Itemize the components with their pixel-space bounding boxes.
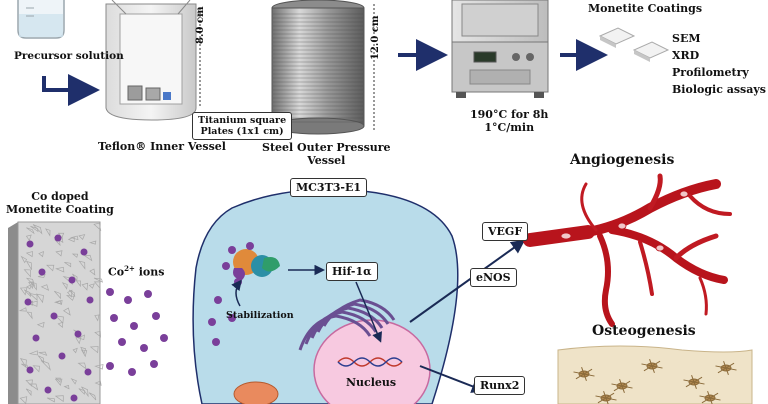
ion-dot xyxy=(110,314,118,322)
ion-dot xyxy=(84,368,92,376)
enos-box: eNOS xyxy=(470,268,517,287)
ion-dot xyxy=(118,338,126,346)
ion-dot xyxy=(74,330,82,338)
mitochondrion xyxy=(233,381,279,404)
ion-dot xyxy=(26,240,34,248)
ion-dot xyxy=(58,352,66,360)
osteocyte xyxy=(699,391,721,404)
steel-vessel-grooves xyxy=(273,13,363,123)
analysis-xrd: XRD xyxy=(672,49,700,62)
ion-dot xyxy=(160,334,168,342)
oven-conditions-label: 190°C for 8h 1°C/min xyxy=(470,108,549,134)
inner-dimension-label: 8.0 cm xyxy=(195,6,206,44)
ion-dot xyxy=(80,248,88,256)
osteocytes xyxy=(573,359,737,404)
nucleus-to-runx2-arrow xyxy=(419,365,486,393)
ion-dot xyxy=(246,242,254,250)
ion-dot xyxy=(130,322,138,330)
ion-dot xyxy=(150,360,158,368)
ion-dot xyxy=(70,394,78,402)
hif-box: Hif-1α xyxy=(326,262,378,281)
nucleus-label: Nucleus xyxy=(346,376,397,389)
ion-dot xyxy=(208,318,216,326)
ion-dot xyxy=(212,338,220,346)
analysis-sem: SEM xyxy=(672,32,701,45)
blood-vessel-icon xyxy=(523,173,732,327)
beaker-icon xyxy=(17,0,65,39)
oven-icon xyxy=(451,0,549,98)
hif-protein-icon xyxy=(233,249,280,280)
ions-label: Co2+ ions xyxy=(108,264,165,279)
released-ions xyxy=(106,288,168,376)
osteocyte xyxy=(611,379,633,393)
stabilization-label: Stabilization xyxy=(226,310,294,321)
coating-label: Co doped Monetite Coating xyxy=(6,190,114,216)
coating-chips-icon xyxy=(598,27,670,62)
coating-ions xyxy=(24,234,94,402)
ion-dot xyxy=(50,312,58,320)
outer-vessel-label: Steel Outer Pressure Vessel xyxy=(262,141,391,167)
nucleus-to-vegf-arrow xyxy=(409,239,526,323)
steel-vessel-icon xyxy=(271,0,365,135)
ion-dot xyxy=(228,246,236,254)
ion-dot xyxy=(144,290,152,298)
ion-dot xyxy=(26,366,34,374)
ion-dot xyxy=(44,386,52,394)
vegf-box: VEGF xyxy=(482,222,529,241)
bone-tissue-icon xyxy=(557,345,753,404)
ion-dot xyxy=(68,276,76,284)
ion-dot xyxy=(24,298,32,306)
ion-dot xyxy=(38,268,46,276)
osteocyte xyxy=(715,361,737,375)
ion-dot xyxy=(140,344,148,352)
stabilization-arrow xyxy=(231,279,242,307)
angiogenesis-title: Angiogenesis xyxy=(570,152,675,168)
teflon-vessel-icon xyxy=(105,0,197,121)
endoplasmic-reticulum xyxy=(298,298,396,351)
ion-dot xyxy=(128,368,136,376)
osteocyte xyxy=(641,359,663,373)
coatings-title: Monetite Coatings xyxy=(588,2,703,15)
ion-dot xyxy=(54,234,62,242)
ion-dot xyxy=(32,334,40,342)
plates-callout: Titanium square Plates (1x1 cm) xyxy=(192,112,293,140)
ion-dot xyxy=(214,296,222,304)
red-blood-cells xyxy=(560,190,689,252)
precursor-arrow xyxy=(42,74,100,106)
ion-dot xyxy=(124,296,132,304)
ion-dot xyxy=(222,262,230,270)
analysis-biologic-assays: Biologic assays xyxy=(672,83,766,96)
ion-dot xyxy=(152,312,160,320)
analysis-profilometry: Profilometry xyxy=(672,66,749,79)
osteocyte xyxy=(573,367,595,381)
osteocyte xyxy=(683,375,705,389)
inner-vessel-label: Teflon® Inner Vessel xyxy=(98,140,226,153)
osteogenesis-title: Osteogenesis xyxy=(592,323,696,339)
runx2-box: Runx2 xyxy=(474,376,526,395)
precursor-label: Precursor solution xyxy=(14,50,124,62)
cell-line-box: MC3T3-E1 xyxy=(290,178,368,197)
outer-dimension-label: 12.0 cm xyxy=(370,15,381,60)
hif-to-nucleus-arrow xyxy=(355,281,382,343)
ion-dot xyxy=(106,288,114,296)
analysis-list: SEM XRD Profilometry Biologic assays xyxy=(672,32,766,96)
ion-dot xyxy=(228,314,236,322)
dna-icon xyxy=(337,357,403,367)
ion-dot xyxy=(86,296,94,304)
ion-dot xyxy=(106,362,114,370)
